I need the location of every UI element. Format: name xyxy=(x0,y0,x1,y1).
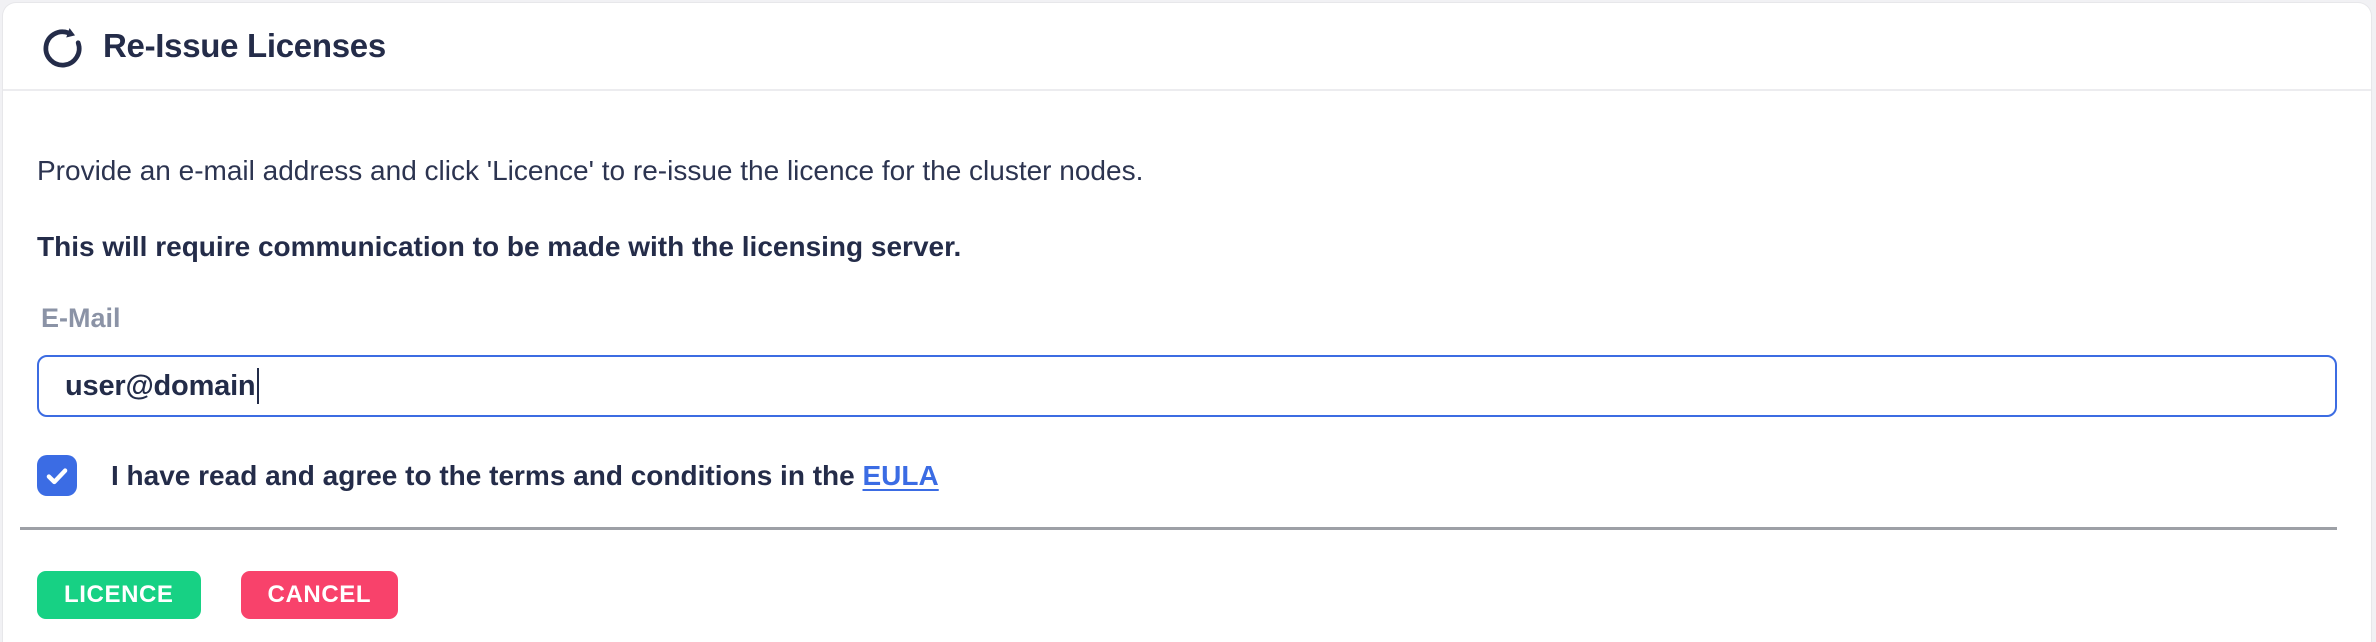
section-divider xyxy=(20,527,2337,530)
action-buttons-row: LICENCE CANCEL xyxy=(37,571,2337,619)
email-label: E-Mail xyxy=(41,303,121,333)
refresh-icon xyxy=(43,27,82,67)
email-input[interactable]: user@domain xyxy=(37,355,2337,417)
eula-checkbox[interactable] xyxy=(37,455,77,496)
eula-checkbox-label: I have read and agree to the terms and c… xyxy=(111,460,939,492)
agree-text: I have read and agree to the terms and c… xyxy=(111,459,863,491)
page-title: Re-Issue Licenses xyxy=(103,27,386,64)
warning-text: This will require communication to be ma… xyxy=(37,231,962,262)
instruction-text: Provide an e-mail address and click 'Lic… xyxy=(37,155,1144,186)
eula-link[interactable]: EULA xyxy=(862,459,939,491)
licence-button[interactable]: LICENCE xyxy=(37,571,201,619)
eula-agreement-row: I have read and agree to the terms and c… xyxy=(37,455,2337,496)
dialog-body: Provide an e-mail address and click 'Lic… xyxy=(3,155,2371,619)
card-header: Re-Issue Licenses xyxy=(3,3,2371,91)
checkmark-icon xyxy=(46,467,68,484)
email-input-value: user@domain xyxy=(65,369,256,402)
text-caret xyxy=(257,368,260,404)
cancel-button[interactable]: CANCEL xyxy=(240,571,399,619)
